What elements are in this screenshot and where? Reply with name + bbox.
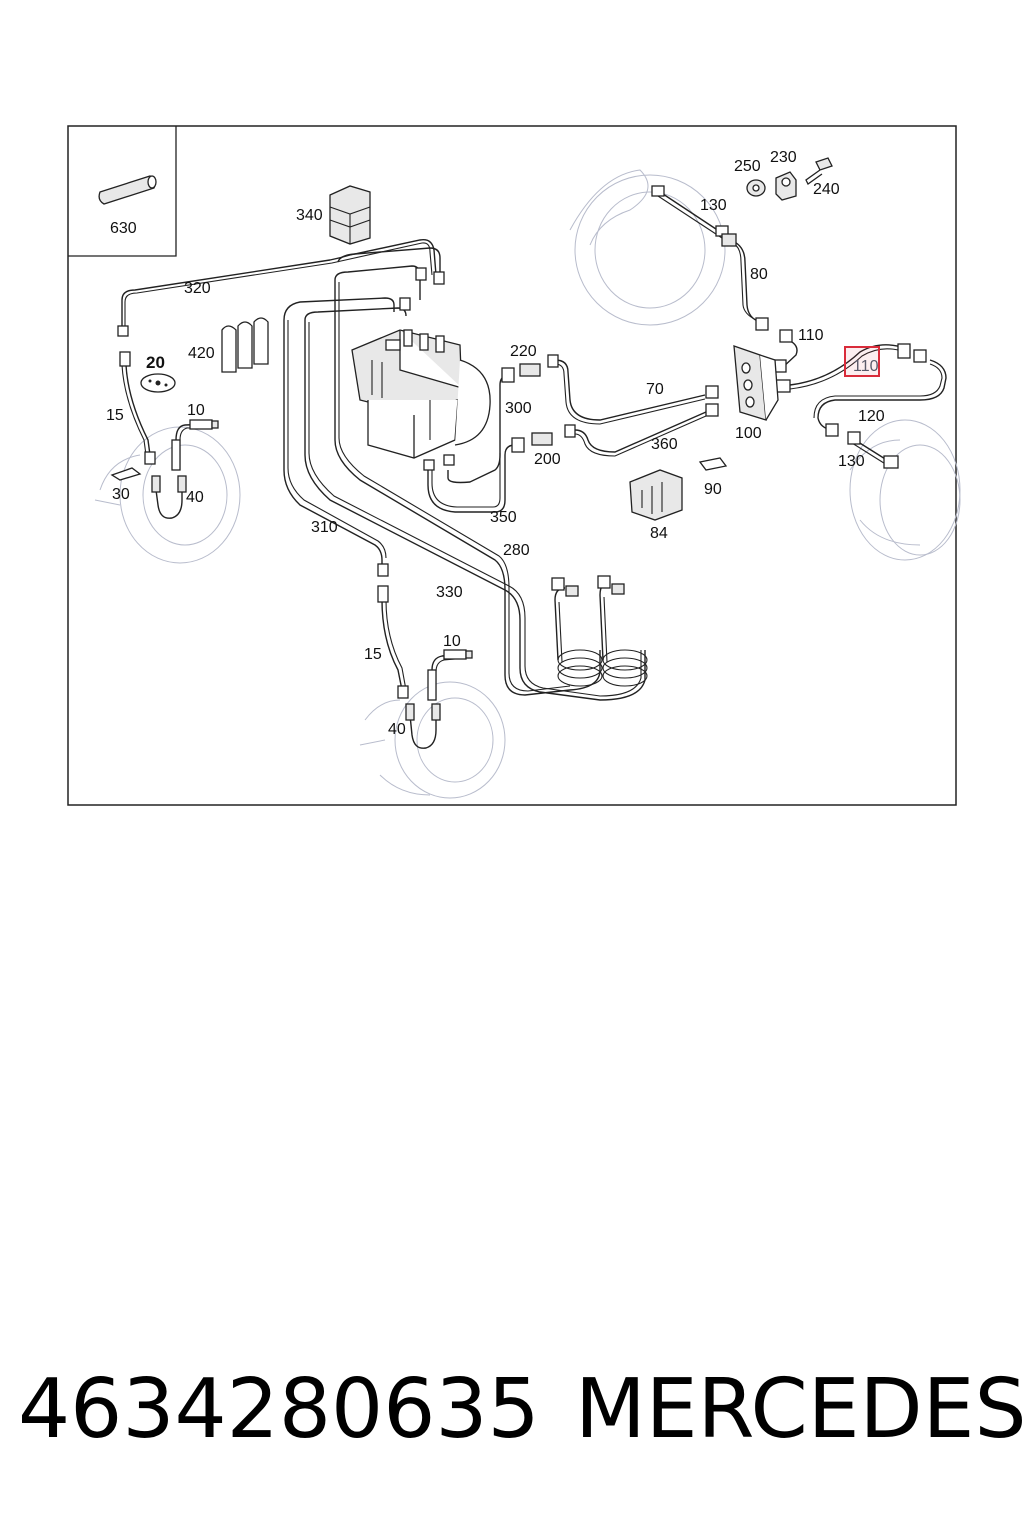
callout-120: 120 (858, 408, 885, 425)
callout-70: 70 (646, 381, 664, 398)
abs-hydraulic-unit (351, 329, 491, 459)
part-90-clip (698, 457, 728, 471)
part-420-clips (221, 317, 269, 373)
highlight-box (844, 346, 880, 377)
callout-40-bottom: 40 (388, 721, 406, 738)
callout-250: 250 (734, 158, 761, 175)
callout-200: 200 (534, 451, 561, 468)
callout-20: 20 (146, 353, 165, 372)
callout-330: 330 (436, 584, 463, 601)
callout-100: 100 (735, 425, 762, 442)
callout-labels: 630 340 320 420 20 15 10 30 40 310 330 2… (106, 149, 885, 738)
callout-310: 310 (311, 519, 338, 536)
caption-bar: 4634280635 MERCEDES (0, 1362, 1024, 1472)
callout-110-upper: 110 (798, 327, 824, 344)
callout-230: 230 (770, 149, 797, 166)
brand-name: MERCEDES (575, 1362, 1024, 1457)
part-20-washer (140, 373, 176, 393)
callout-84: 84 (650, 525, 668, 542)
part-30-clip (110, 467, 142, 481)
callout-40-left: 40 (186, 489, 204, 506)
fittings (117, 185, 927, 721)
callout-15-left: 15 (106, 407, 124, 424)
callout-240: 240 (813, 181, 840, 198)
callout-220: 220 (510, 343, 537, 360)
callout-350: 350 (490, 509, 517, 526)
callout-300: 300 (505, 400, 532, 417)
inset-frame (68, 126, 177, 257)
callout-130-right: 130 (838, 453, 865, 470)
callout-15-bottom: 15 (364, 646, 382, 663)
callout-340: 340 (296, 207, 323, 224)
callout-280: 280 (503, 542, 530, 559)
callout-130-top: 130 (700, 197, 727, 214)
callout-420: 420 (188, 345, 215, 362)
brake-line-diagram: 630 340 320 420 20 15 10 30 40 310 330 2… (67, 125, 961, 806)
callout-110-highlighted: 110 (853, 358, 879, 375)
part-100-bracket (733, 345, 779, 421)
callout-80: 80 (750, 266, 768, 283)
callout-630: 630 (110, 220, 137, 237)
parts-250-230-240 (746, 157, 833, 201)
callout-90: 90 (704, 481, 722, 498)
callout-30: 30 (112, 486, 130, 503)
part-630-sleeve (98, 175, 157, 205)
diagram-frame (67, 125, 957, 806)
callout-10-bottom: 10 (443, 633, 461, 650)
part-number: 4634280635 (18, 1362, 540, 1457)
part-340-block (329, 185, 371, 245)
part-84-connector (629, 469, 683, 521)
brake-pipes (121, 191, 947, 749)
callout-360: 360 (651, 436, 678, 453)
callout-320: 320 (184, 280, 211, 297)
callout-10-left: 10 (187, 402, 205, 419)
